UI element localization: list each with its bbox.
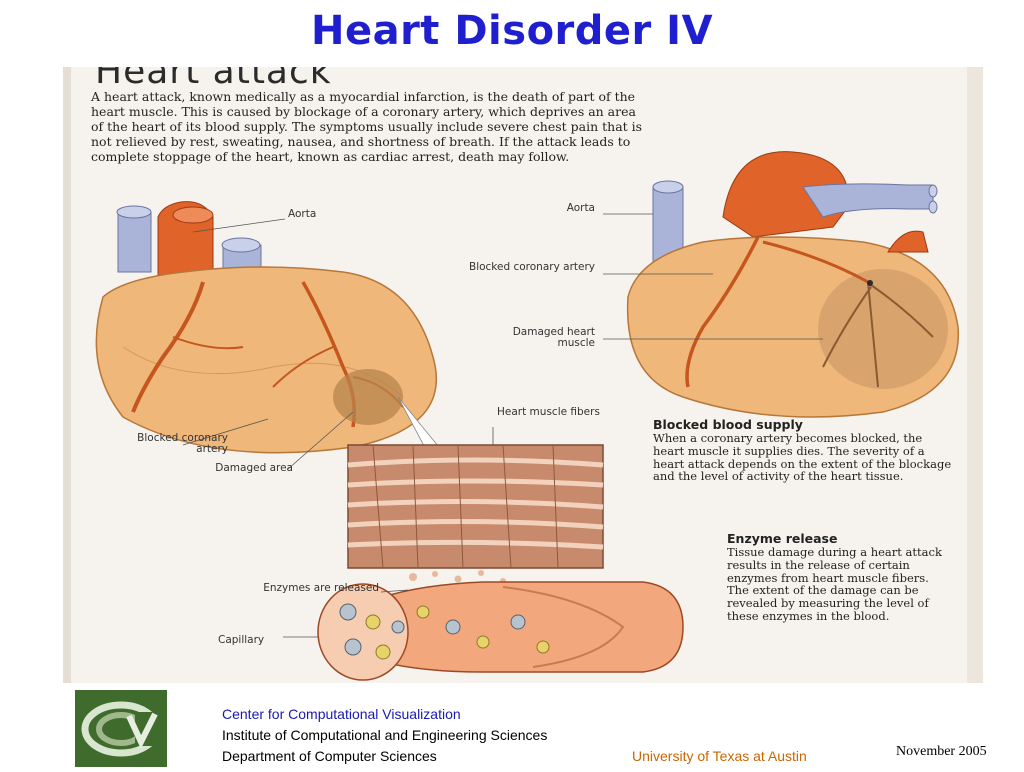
label-damaged-area: Damaged area — [215, 462, 293, 474]
footer-date: November 2005 — [896, 744, 987, 759]
capillary — [283, 581, 684, 681]
muscle-fiber-block — [347, 427, 604, 605]
ccv-logo-mark — [81, 701, 161, 757]
right-heart — [603, 151, 959, 418]
slide-title: Heart Disorder IV — [310, 8, 714, 54]
ccv-logo — [75, 690, 167, 767]
blocked-supply-box: Blocked blood supply When a coronary art… — [653, 417, 953, 483]
footer-center-name: Center for Computational Visualization — [222, 706, 461, 722]
label-blocked-coronary-left: Blocked coronary artery — [137, 432, 228, 455]
label-damaged-heart-muscle: Damaged heart muscle — [512, 326, 595, 349]
left-heart — [95, 201, 444, 470]
footer-department: Department of Computer Sciences — [222, 748, 437, 764]
label-capillary: Capillary — [218, 634, 265, 646]
blocked-supply-heading: Blocked blood supply — [653, 417, 803, 432]
enzyme-release-body: Tissue damage during a heart attack resu… — [727, 545, 942, 623]
label-enzymes-released: Enzymes are released — [263, 582, 379, 594]
label-aorta-right: Aorta — [566, 202, 595, 214]
label-aorta-left: Aorta — [288, 208, 317, 220]
heart-attack-scan: Heart attack A heart attack, known medic… — [63, 67, 983, 683]
intro-paragraph: A heart attack, known medically as a myo… — [91, 89, 643, 164]
blocked-supply-body: When a coronary artery becomes blocked, … — [653, 431, 952, 484]
enzyme-release-heading: Enzyme release — [727, 531, 838, 546]
label-blocked-coronary-right: Blocked coronary artery — [468, 261, 595, 273]
footer-university: University of Texas at Austin — [632, 748, 807, 764]
scan-heading: Heart attack — [95, 67, 332, 92]
label-heart-muscle-fibers: Heart muscle fibers — [497, 406, 600, 418]
heart-illustration — [63, 67, 983, 683]
enzyme-release-box: Enzyme release Tissue damage during a he… — [727, 531, 945, 623]
footer-institute: Institute of Computational and Engineeri… — [222, 727, 548, 743]
